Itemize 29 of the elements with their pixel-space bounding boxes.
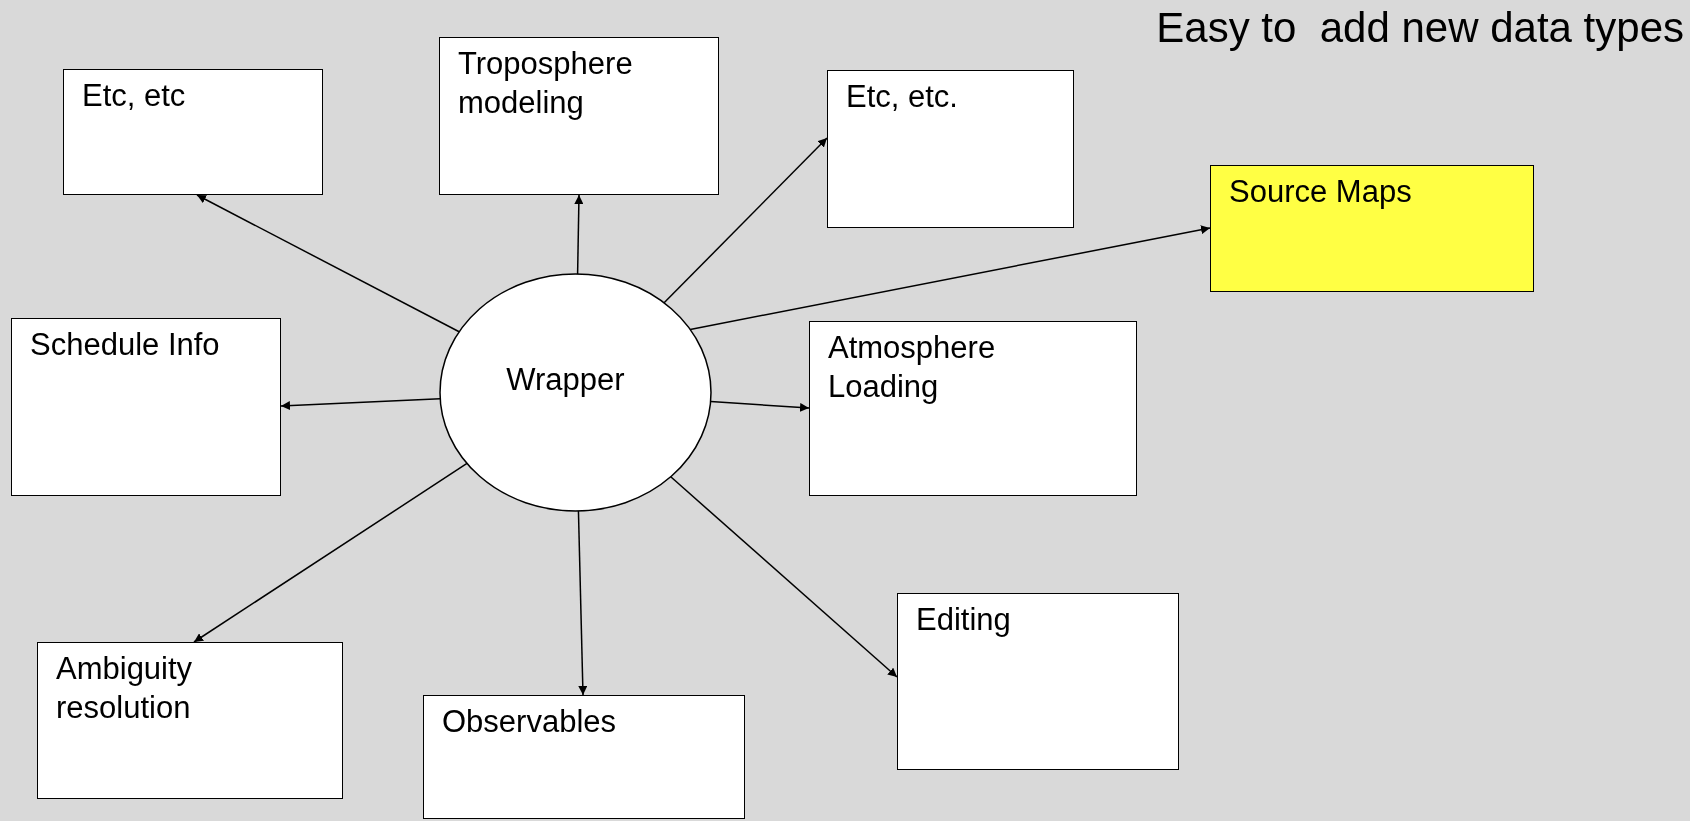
node-label: Source Maps	[1229, 173, 1413, 211]
arrow	[670, 476, 898, 678]
node-label: Ambiguity resolution	[56, 650, 194, 727]
text-box	[11, 318, 281, 496]
text-box	[63, 69, 323, 195]
arrow	[280, 397, 441, 411]
text-box	[423, 695, 745, 819]
text-box	[1210, 165, 1534, 292]
arrow	[689, 225, 1211, 331]
node-label: Troposphere modeling	[458, 45, 634, 122]
node-label: Etc, etc.	[846, 78, 959, 116]
node-label: Schedule Info	[30, 326, 221, 364]
text-box	[809, 321, 1137, 496]
title: Easy to add new data types	[1156, 3, 1684, 53]
arrow	[193, 462, 468, 643]
node-label: Etc, etc	[82, 77, 187, 115]
node-label: Wrapper	[506, 361, 625, 399]
arrow	[663, 137, 828, 304]
arrow	[574, 194, 584, 275]
text-box	[439, 37, 719, 195]
text-box	[827, 70, 1074, 228]
text-box	[37, 642, 343, 799]
arrow	[196, 194, 460, 333]
text-box	[897, 593, 1179, 770]
node-label: Observables	[442, 703, 618, 741]
arrow	[709, 400, 810, 412]
arrow	[577, 510, 588, 696]
node-label: Atmosphere Loading	[828, 329, 997, 406]
node-label: Editing	[916, 601, 1012, 639]
